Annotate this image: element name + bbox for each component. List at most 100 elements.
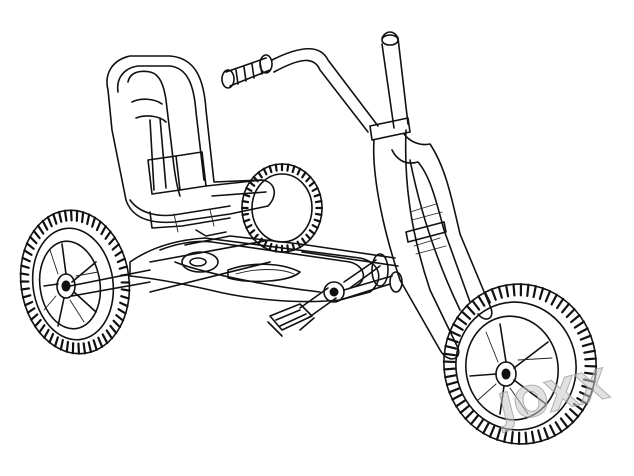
tread-knob <box>274 163 278 172</box>
tread-knob <box>313 218 322 223</box>
tread-knob <box>497 285 503 299</box>
tread-knob <box>469 414 479 426</box>
tread-knob <box>268 165 273 174</box>
tread-knob <box>95 220 102 232</box>
tread-knob <box>48 332 55 344</box>
tread-knob <box>543 427 550 440</box>
tread-knob <box>584 357 597 361</box>
tread-knob <box>262 167 268 176</box>
tread-knob <box>115 314 125 322</box>
tread-knob <box>475 418 485 431</box>
tread-knob <box>69 209 73 222</box>
tread-knob <box>443 352 457 357</box>
tread-knob <box>445 380 459 386</box>
tread-knob <box>495 428 502 441</box>
tread-knob <box>444 374 457 379</box>
tread-knob <box>20 264 30 269</box>
tread-knob <box>33 318 42 328</box>
tread-knob <box>544 290 552 303</box>
tread-knob <box>573 320 585 329</box>
tread-knob <box>456 316 468 326</box>
tread-knob <box>464 409 475 420</box>
tread-knob <box>21 294 32 299</box>
rear-left-wheel <box>19 209 131 355</box>
tread-knob <box>116 257 127 264</box>
tread-knob <box>248 181 256 187</box>
tread-knob <box>23 249 33 256</box>
tread-knob <box>245 224 253 230</box>
tread-knob <box>448 330 461 337</box>
tread-knob <box>314 200 323 204</box>
tread-knob <box>109 324 118 335</box>
pedal-crank <box>267 259 381 337</box>
tread-knob <box>53 336 59 348</box>
tread-knob <box>537 429 543 443</box>
tread-knob <box>29 235 38 245</box>
tread-knob <box>505 284 510 298</box>
rear-left-tread <box>19 209 131 355</box>
tread-knob <box>579 334 592 341</box>
tread-knob <box>120 295 130 300</box>
tread-knob <box>583 349 596 354</box>
tread-knob <box>23 300 34 307</box>
tread-knob <box>448 387 461 394</box>
tread-knob <box>459 404 470 414</box>
rear-right-wheel <box>240 162 324 254</box>
tread-knob <box>532 285 537 299</box>
handlebar <box>221 31 493 360</box>
tread-knob <box>313 193 322 198</box>
tread-knob <box>20 287 31 291</box>
tread-knob <box>510 431 514 445</box>
tread-knob <box>512 283 516 297</box>
tread-knob <box>308 181 316 187</box>
tread-knob <box>242 193 251 198</box>
tread-knob <box>477 295 486 307</box>
tread-knob <box>65 340 70 353</box>
tread-knob <box>108 236 117 246</box>
tread-knob <box>311 186 319 192</box>
tread-knob <box>301 237 307 245</box>
tread-knob <box>32 229 41 240</box>
tread-knob <box>490 288 497 301</box>
tread-knob <box>568 408 580 418</box>
tread-knob <box>111 243 120 251</box>
tread-knob <box>38 324 46 334</box>
tread-knob <box>471 299 481 311</box>
tread-knob <box>581 384 594 391</box>
tread-knob <box>241 200 250 204</box>
tread-knob <box>41 219 49 231</box>
tread-knob <box>257 171 263 179</box>
tread-knob <box>482 422 490 435</box>
tread-knob <box>291 165 296 174</box>
tread-knob <box>550 293 558 306</box>
tread-knob <box>555 297 565 310</box>
tread-knob <box>526 283 530 297</box>
tread-knob <box>52 213 58 225</box>
tread-knob <box>26 307 36 314</box>
tread-knob <box>36 224 45 235</box>
tread-knob <box>274 244 278 253</box>
tread-knob <box>92 339 98 351</box>
front-wheel-tread <box>442 283 598 445</box>
tread-knob <box>503 429 508 443</box>
tread-knob <box>117 308 127 315</box>
tread-knob <box>305 233 312 241</box>
tread-knob <box>582 378 596 384</box>
frame-chain-guard <box>129 235 403 303</box>
tread-knob <box>286 163 290 172</box>
tread-knob <box>446 337 459 344</box>
tread-knob <box>248 229 256 235</box>
tread-knob <box>452 323 464 331</box>
tread-knob <box>583 371 597 376</box>
tread-knob <box>455 399 467 408</box>
tread-knob <box>100 225 107 236</box>
tread-knob <box>451 393 463 401</box>
tread-knob <box>444 344 458 350</box>
tread-knob <box>314 212 323 216</box>
tread-knob <box>25 242 35 250</box>
tread-knob <box>579 391 592 398</box>
tread-knob <box>308 229 316 235</box>
tread-knob <box>80 211 85 224</box>
tread-knob <box>460 310 472 320</box>
tread-knob <box>63 209 68 222</box>
